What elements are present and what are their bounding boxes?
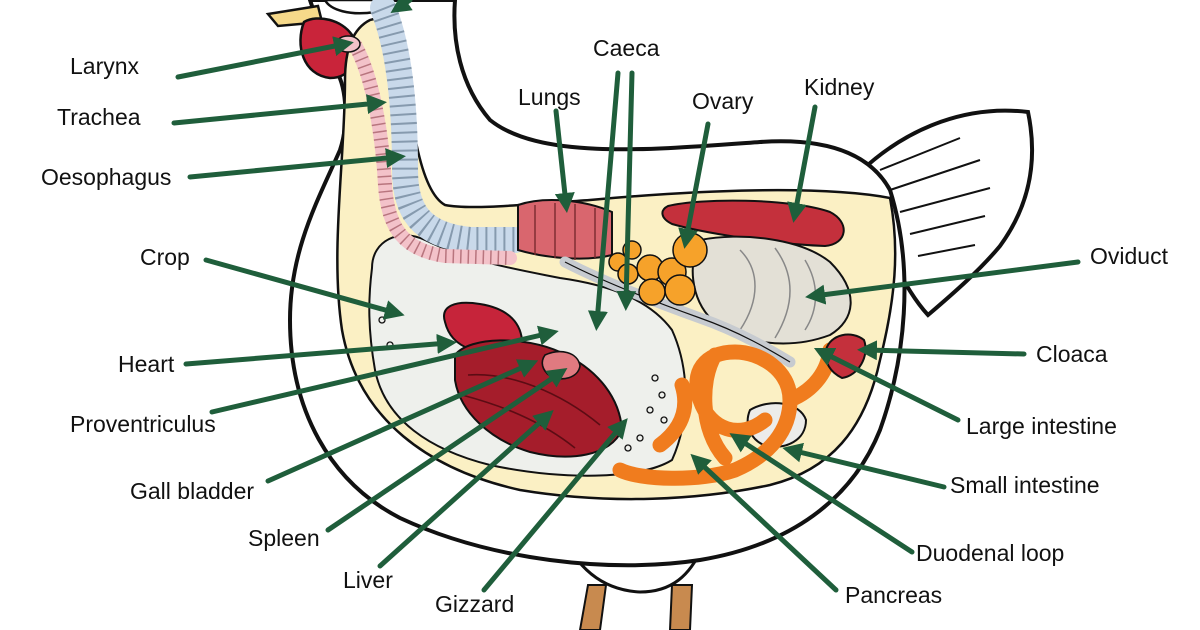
arrow-cloaca — [857, 340, 1027, 361]
label-trachea: Trachea — [57, 104, 141, 130]
arrow-small-intestine — [782, 442, 947, 490]
arrow-caeca-1 — [587, 70, 621, 331]
arrow-kidney — [787, 104, 818, 223]
caeca-outline — [564, 261, 791, 363]
label-proventriculus: Proventriculus — [70, 411, 216, 437]
trachea-tube — [348, 38, 517, 265]
label-spleen: Spleen — [248, 525, 320, 551]
label-liver: Liver — [343, 567, 393, 593]
arrow-gall-bladder — [265, 359, 539, 484]
label-ovary: Ovary — [692, 88, 754, 114]
arrow-ovary — [678, 121, 711, 249]
left-leg — [578, 584, 608, 630]
label-small-intestine: Small intestine — [950, 472, 1100, 498]
arrow-trachea — [171, 94, 387, 126]
label-gall-bladder: Gall bladder — [130, 478, 254, 504]
lungs-organ — [517, 199, 613, 260]
lungs-texture — [534, 203, 596, 260]
arrow-caeca-2 — [616, 70, 637, 311]
arrow-liver — [377, 409, 554, 569]
label-lungs: Lungs — [518, 84, 581, 110]
arrow-larynx — [175, 36, 354, 80]
arrow-crop — [203, 257, 405, 320]
arrow-proventriculus — [209, 325, 559, 415]
arrow-gizzard — [481, 418, 628, 593]
tail-feather-lines — [879, 137, 991, 257]
labels: Larynx Trachea Oesophagus Crop Heart Pro… — [41, 35, 1169, 617]
arrow-pancreas — [690, 453, 839, 593]
arrow-large-intestine — [813, 347, 961, 423]
oesophagus-tube — [370, 0, 528, 253]
label-larynx: Larynx — [70, 53, 140, 79]
label-caeca: Caeca — [593, 35, 660, 61]
arrow-duodenal-loop — [729, 433, 915, 555]
label-duodenal-loop: Duodenal loop — [916, 540, 1064, 566]
intestine-loops — [612, 342, 838, 486]
label-heart: Heart — [118, 351, 175, 377]
label-cloaca: Cloaca — [1036, 341, 1108, 367]
liver-lobes — [461, 373, 601, 449]
arrow-oviduct — [805, 259, 1081, 305]
arrow-spleen — [325, 367, 568, 533]
label-kidney: Kidney — [804, 74, 875, 100]
label-oviduct: Oviduct — [1090, 243, 1169, 269]
label-pancreas: Pancreas — [845, 582, 942, 608]
label-arrows — [171, 0, 1081, 593]
arrow-heart — [183, 333, 457, 367]
label-crop: Crop — [140, 244, 190, 270]
label-oesophagus: Oesophagus — [41, 164, 171, 190]
arrow-lungs — [553, 108, 575, 213]
label-large-intestine: Large intestine — [966, 413, 1117, 439]
arrow-oesophagus — [187, 148, 406, 180]
right-leg — [668, 584, 694, 630]
label-gizzard: Gizzard — [435, 591, 514, 617]
arrow-top — [390, 0, 413, 13]
